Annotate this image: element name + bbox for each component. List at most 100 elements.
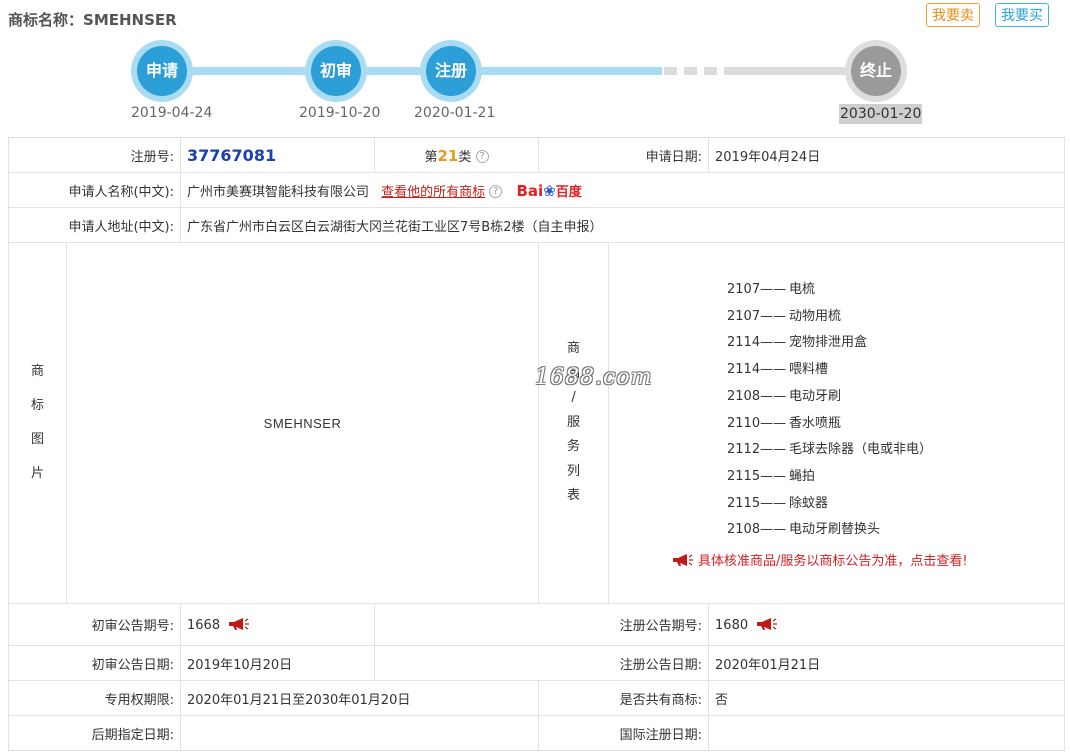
later-label: 后期指定日期: xyxy=(7,715,182,751)
timeline-date: 2019-04-24 xyxy=(131,105,213,121)
help-icon[interactable]: ? xyxy=(475,149,489,163)
label-char: 商 xyxy=(30,364,44,379)
goods-name: 动物用梳 xyxy=(789,308,842,324)
timeline-node-register: 注册 xyxy=(420,40,482,102)
baidu-search-button[interactable]: Bai❀百度 xyxy=(516,182,581,200)
node-label: 初审 xyxy=(311,46,361,96)
timeline-date: 2019-10-20 xyxy=(299,105,381,121)
reg-pub-no: 1680 xyxy=(715,617,749,633)
label-char: 列 xyxy=(567,463,581,479)
row-applicant: 申请人名称(中文): 广州市美赛琪智能科技有限公司 查看他的所有商标 ? Bai… xyxy=(7,172,1066,208)
class-prefix: 第 xyxy=(424,149,438,165)
goods-item: 2114——喂料槽 xyxy=(727,357,1058,384)
baidu-paw-icon: ❀ xyxy=(543,181,556,200)
reg-pub-no-label: 注册公告期号: xyxy=(374,603,710,646)
goods-name: 电梳 xyxy=(789,282,816,298)
baidu-logo-text: Bai xyxy=(516,181,544,200)
goods-name: 电动牙刷 xyxy=(789,388,842,404)
row-exclusive: 专用权期限: 2020年01月21日至2030年01月20日 是否共有商标: 否 xyxy=(7,680,1066,716)
timeline-date: 2020-01-21 xyxy=(414,105,496,121)
goods-code: 2110—— xyxy=(727,415,787,431)
goods-code: 2115—— xyxy=(727,468,787,484)
megaphone-icon xyxy=(673,553,694,566)
watermark: 1688.com xyxy=(535,365,653,390)
view-all-trademarks-link[interactable]: 查看他的所有商标 xyxy=(381,184,486,200)
goods-item: 2107——动物用梳 xyxy=(727,304,1058,331)
class-cell: 第21类 ? xyxy=(374,137,540,173)
goods-code: 2112—— xyxy=(727,442,787,458)
prelim-no: 1668 xyxy=(187,617,221,633)
goods-code: 2115—— xyxy=(727,495,787,511)
prelim-no-label: 初审公告期号: xyxy=(7,603,182,646)
goods-item: 2108——电动牙刷替换头 xyxy=(727,517,1058,544)
timeline-dash xyxy=(704,67,717,75)
goods-item: 2112——毛球去除器（电或非电） xyxy=(727,437,1058,464)
applicant-label: 申请人名称(中文): xyxy=(7,172,182,208)
goods-notice[interactable]: 具体核准商品/服务以商标公告为准，点击查看! xyxy=(672,550,1058,569)
label-char: 服 xyxy=(567,414,581,430)
apply-date: 2019年04月24日 xyxy=(708,137,1066,173)
trademark-title: 商标名称：SMEHNSER xyxy=(8,9,177,30)
later-value xyxy=(180,715,540,751)
shared-value: 否 xyxy=(708,680,1066,716)
timeline-dash xyxy=(684,67,697,75)
goods-code: 2107—— xyxy=(727,308,787,324)
applicant-name: 广州市美赛琪智能科技有限公司 xyxy=(187,184,370,200)
applicant-cell: 广州市美赛琪智能科技有限公司 查看他的所有商标 ? Bai❀百度 xyxy=(180,172,1066,208)
prelim-no-cell: 1668 xyxy=(180,603,376,646)
timeline-dash xyxy=(664,67,677,75)
goods-item: 2107——电梳 xyxy=(727,277,1058,304)
help-icon[interactable]: ? xyxy=(489,184,503,198)
megaphone-icon[interactable] xyxy=(756,617,778,631)
row-prelim-no: 初审公告期号: 1668 注册公告期号: 1680 xyxy=(7,603,1066,646)
timeline-track-active xyxy=(162,67,662,75)
exclusive-label: 专用权期限: xyxy=(7,680,182,716)
shared-label: 是否共有商标: xyxy=(538,680,710,716)
goods-item: 2110——香水喷瓶 xyxy=(727,411,1058,438)
label-char: 片 xyxy=(30,466,44,481)
megaphone-icon[interactable] xyxy=(228,617,250,631)
address-label: 申请人地址(中文): xyxy=(7,207,182,243)
goods-item: 2114——宠物排泄用盒 xyxy=(727,330,1058,357)
row-prelim-date: 初审公告日期: 2019年10月20日 注册公告日期: 2020年01月21日 xyxy=(7,645,1066,681)
reg-pub-date: 2020年01月21日 xyxy=(708,645,1066,681)
goods-name: 除蚊器 xyxy=(789,495,829,511)
goods-item: 2115——蝇拍 xyxy=(727,464,1058,491)
reg-no-label: 注册号: xyxy=(7,137,182,173)
row-image-goods: 商 标 图 片 SMEHNSER 商 品 / 服 务 列 表 1688.com … xyxy=(8,242,1066,604)
prelim-date: 2019年10月20日 xyxy=(180,645,376,681)
apply-date-label: 申请日期: xyxy=(538,137,710,173)
intl-label: 国际注册日期: xyxy=(538,715,710,751)
prelim-date-label: 初审公告日期: xyxy=(7,645,182,681)
goods-name: 毛球去除器（电或非电） xyxy=(789,442,933,458)
reg-no-cell: 37767081 xyxy=(180,137,376,173)
trademark-image: SMEHNSER xyxy=(65,242,540,604)
goods-name: 蝇拍 xyxy=(789,468,816,484)
class-number[interactable]: 21 xyxy=(437,146,459,165)
label-char: / xyxy=(571,390,576,406)
reg-no: 37767081 xyxy=(187,145,277,165)
row-later: 后期指定日期: 国际注册日期: xyxy=(7,715,1066,751)
label-char: 表 xyxy=(567,488,581,504)
row-regno: 注册号: 37767081 第21类 ? 申请日期: 2019年04月24日 xyxy=(7,137,1066,173)
reg-pub-date-label: 注册公告日期: xyxy=(374,645,710,681)
row-address: 申请人地址(中文): 广东省广州市白云区白云湖街大冈兰花街工业区7号B栋2楼（自… xyxy=(7,207,1066,243)
goods-item: 2115——除蚊器 xyxy=(727,491,1058,518)
title-label: 商标名称： xyxy=(8,11,84,29)
goods-name: 香水喷瓶 xyxy=(789,415,842,431)
goods-name: 宠物排泄用盒 xyxy=(789,335,868,351)
buy-button[interactable]: 我要买 xyxy=(995,3,1049,27)
goods-code: 2107—— xyxy=(727,282,787,298)
trademark-info-table: 注册号: 37767081 第21类 ? 申请日期: 2019年04月24日 申… xyxy=(7,137,1066,751)
reg-pub-no-cell: 1680 xyxy=(708,603,1066,646)
timeline-date-end: 2030-01-20 xyxy=(839,104,923,124)
title-value: SMEHNSER xyxy=(83,11,177,29)
sell-button[interactable]: 我要卖 xyxy=(926,3,980,27)
goods-code: 2108—— xyxy=(727,522,787,538)
goods-notice-text: 具体核准商品/服务以商标公告为准，点击查看! xyxy=(698,553,968,569)
goods-code: 2108—— xyxy=(727,388,787,404)
timeline-node-end: 终止 xyxy=(845,40,907,102)
goods-code: 2114—— xyxy=(727,362,787,378)
node-label: 注册 xyxy=(426,46,476,96)
